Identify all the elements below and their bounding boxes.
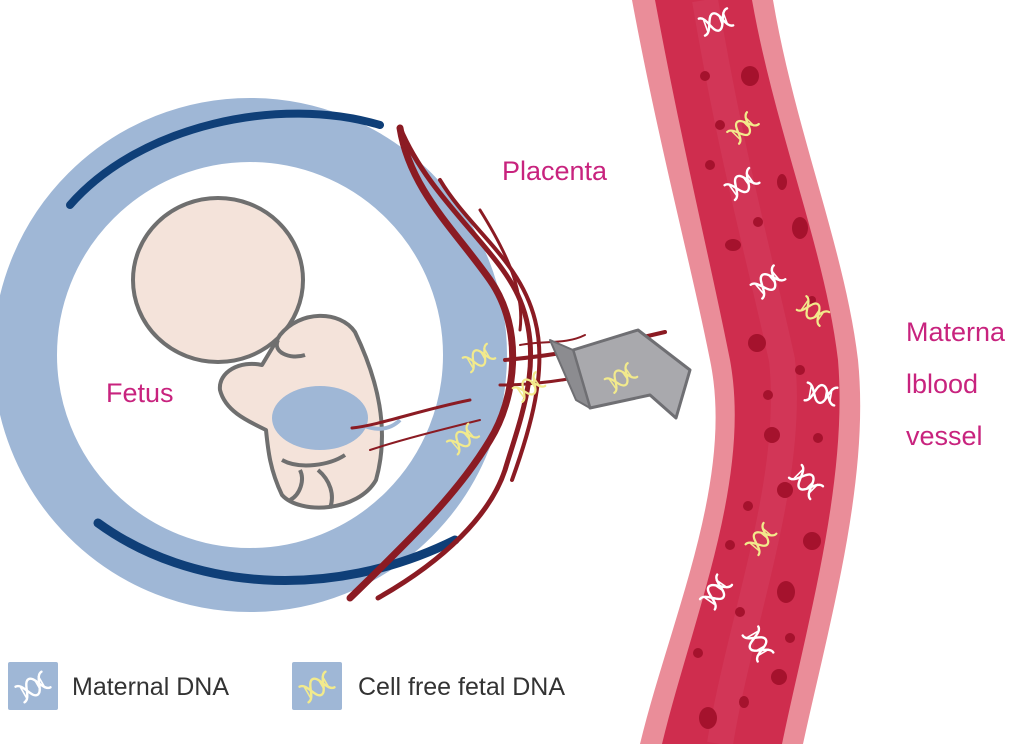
blood-cell bbox=[693, 648, 703, 658]
transfer-arrow-icon bbox=[549, 328, 692, 420]
legend-maternal-swatch bbox=[8, 662, 58, 710]
blood-cell bbox=[748, 334, 766, 352]
label-vessel-line2: lblood bbox=[906, 369, 979, 399]
blood-cell bbox=[705, 160, 715, 170]
blood-cell bbox=[725, 540, 735, 550]
blood-cell bbox=[777, 482, 793, 498]
blood-cell bbox=[715, 120, 725, 130]
blood-cell bbox=[771, 669, 787, 685]
label-vessel-line3: vessel bbox=[906, 421, 983, 451]
blood-cell bbox=[803, 532, 821, 550]
blood-cell bbox=[795, 365, 805, 375]
blood-cell bbox=[743, 501, 753, 511]
legend-maternal-label: Maternal DNA bbox=[72, 673, 229, 701]
label-placenta: Placenta bbox=[502, 156, 608, 186]
amniotic-sac bbox=[0, 98, 507, 612]
blood-cell bbox=[699, 707, 717, 729]
blood-cell bbox=[739, 696, 749, 708]
maternal-blood-vessel bbox=[632, 0, 861, 744]
blood-cell bbox=[700, 71, 710, 81]
legend-fetal-swatch bbox=[292, 662, 342, 710]
blood-cell bbox=[813, 433, 823, 443]
fetus-illustration bbox=[131, 196, 402, 510]
blood-cells bbox=[693, 66, 823, 729]
blood-cell bbox=[735, 607, 745, 617]
legend-fetal-label: Cell free fetal DNA bbox=[358, 673, 566, 701]
blood-cell bbox=[725, 239, 741, 251]
label-vessel-line1: Materna bbox=[906, 317, 1006, 347]
blood-cell bbox=[763, 390, 773, 400]
blood-cell bbox=[808, 296, 816, 304]
legend bbox=[8, 662, 342, 710]
blood-cell bbox=[753, 217, 763, 227]
blood-cell bbox=[777, 174, 787, 190]
blood-cell bbox=[785, 633, 795, 643]
label-fetus: Fetus bbox=[106, 378, 174, 408]
blood-cell bbox=[764, 427, 780, 443]
blood-cell bbox=[792, 217, 808, 239]
blood-cell bbox=[741, 66, 759, 86]
blood-cell bbox=[777, 581, 795, 603]
